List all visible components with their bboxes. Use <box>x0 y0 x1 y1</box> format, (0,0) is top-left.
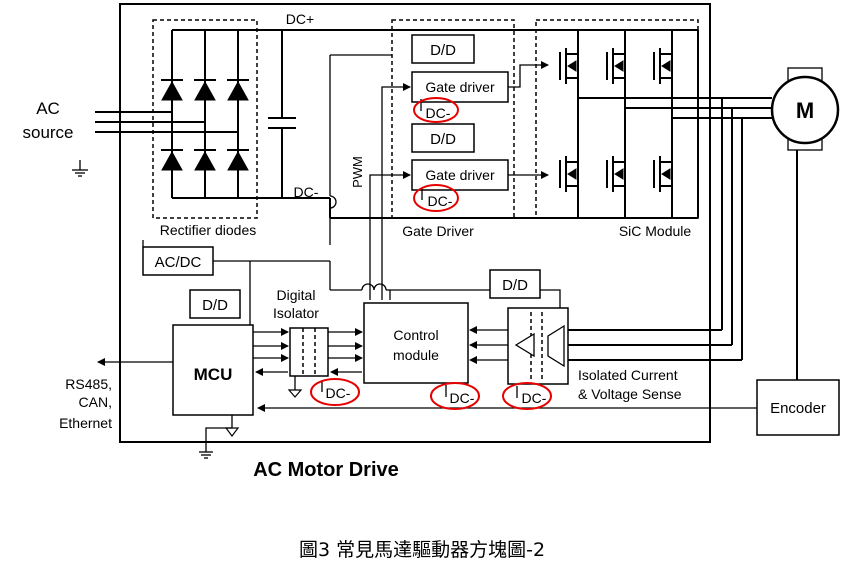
amplifier-icon-2 <box>547 324 565 368</box>
digital-isolator-box <box>289 327 329 377</box>
dd-box-gate-top <box>411 34 475 64</box>
figure-caption: 圖3 常見馬達驅動器方塊圖-2 <box>299 539 545 561</box>
ac-dc-label: AC/DC <box>155 254 202 271</box>
dc-minus-text-gate-top: DC- <box>426 105 451 121</box>
dc-minus-marker-sense: DC- <box>502 382 552 410</box>
comm-label-3: Ethernet <box>59 415 112 431</box>
motor-icon <box>770 75 840 145</box>
comm-label-2: CAN, <box>79 394 112 410</box>
mosfet-bridge <box>577 30 673 218</box>
dd-label-gate-bottom: D/D <box>430 131 456 148</box>
motor-phase-lines <box>578 97 772 119</box>
dd-label-mcu: D/D <box>202 297 228 314</box>
mosfet-icon-top-3 <box>653 48 672 84</box>
rectifier-bridge <box>171 29 330 199</box>
dd-box-gate-bottom <box>411 123 475 153</box>
isolated-sense-label-1: Isolated Current <box>578 367 678 383</box>
sense-to-control-arrows <box>469 326 508 364</box>
isolator-ground-icon <box>287 376 303 398</box>
diode-icon-bottom-1 <box>161 149 183 171</box>
gate-driver-group <box>391 19 515 219</box>
isolator-signal-arrows <box>253 328 363 376</box>
rectifier-label: Rectifier diodes <box>160 222 257 238</box>
gate-driver-box-top <box>411 71 509 103</box>
diode-icon-bottom-2 <box>194 149 216 171</box>
pwm-lines <box>329 54 411 300</box>
dd-box-mcu <box>189 289 241 319</box>
mosfet-icon-bottom-2 <box>606 156 625 192</box>
rectifier-group <box>152 19 258 219</box>
gate-driver-label-top: Gate driver <box>425 79 495 95</box>
amplifier-icon <box>514 332 535 358</box>
ac-dc-box <box>142 246 214 276</box>
pwm-label: PWM <box>350 156 365 188</box>
dc-minus-label: DC- <box>294 184 319 200</box>
dc-plus-label: DC+ <box>286 11 314 27</box>
dc-minus-text-sense: DC- <box>522 390 547 406</box>
encoder-box <box>756 379 840 436</box>
motor-label: M <box>796 98 814 123</box>
isolated-sense-label-2: & Voltage Sense <box>578 386 682 402</box>
dc-minus-text-control: DC- <box>450 390 475 406</box>
digital-isolator-label-1: Digital <box>277 287 316 303</box>
mcu-box <box>172 324 254 416</box>
ac-source-label-1: AC <box>36 99 60 118</box>
mosfet-icon-bottom-3 <box>653 156 672 192</box>
sic-module-label: SiC Module <box>619 223 692 239</box>
control-module-label-2: module <box>393 347 439 363</box>
diode-icon-top-1 <box>161 79 183 101</box>
diode-icon-top-2 <box>194 79 216 101</box>
gate-driver-group-label: Gate Driver <box>402 223 474 239</box>
dd-label-sense: D/D <box>502 277 528 294</box>
gate-output-arrows <box>508 61 549 179</box>
dc-minus-marker-gate-bottom: DC- <box>413 184 459 212</box>
sense-lines <box>566 98 743 361</box>
encoder-label: Encoder <box>770 400 826 417</box>
digital-isolator-label-2: Isolator <box>273 305 319 321</box>
mosfet-icon-top-2 <box>606 48 625 84</box>
diagram-title: AC Motor Drive <box>253 459 399 481</box>
aux-power-lines <box>142 240 561 325</box>
mcu-ground-icon <box>199 415 240 459</box>
dc-minus-text-isolator: DC- <box>326 385 351 401</box>
mosfet-icon-bottom-1 <box>559 156 578 192</box>
diode-icon-top-3 <box>227 79 249 101</box>
ac-ground-icon <box>72 160 88 177</box>
ac-input-lines <box>95 111 238 133</box>
control-module-box <box>363 302 469 384</box>
ac-source-label-2: source <box>22 123 73 142</box>
dc-minus-marker-control: DC- <box>430 382 480 410</box>
dc-minus-marker-gate-top: DC- <box>413 97 459 123</box>
mcu-label: MCU <box>194 365 233 384</box>
drive-enclosure <box>119 3 711 443</box>
dc-minus-text-gate-bottom: DC- <box>428 193 453 209</box>
control-module-label-1: Control <box>393 327 438 343</box>
mosfet-icon-top-1 <box>559 48 578 84</box>
comm-label-1: RS485, <box>65 376 112 392</box>
diode-icon-bottom-3 <box>227 149 249 171</box>
dd-label-gate-top: D/D <box>430 42 456 59</box>
dc-link-capacitor-icon <box>268 30 296 198</box>
dc-minus-marker-isolator: DC- <box>310 378 360 406</box>
dd-box-sense <box>489 269 541 299</box>
gate-driver-label-bottom: Gate driver <box>425 167 495 183</box>
